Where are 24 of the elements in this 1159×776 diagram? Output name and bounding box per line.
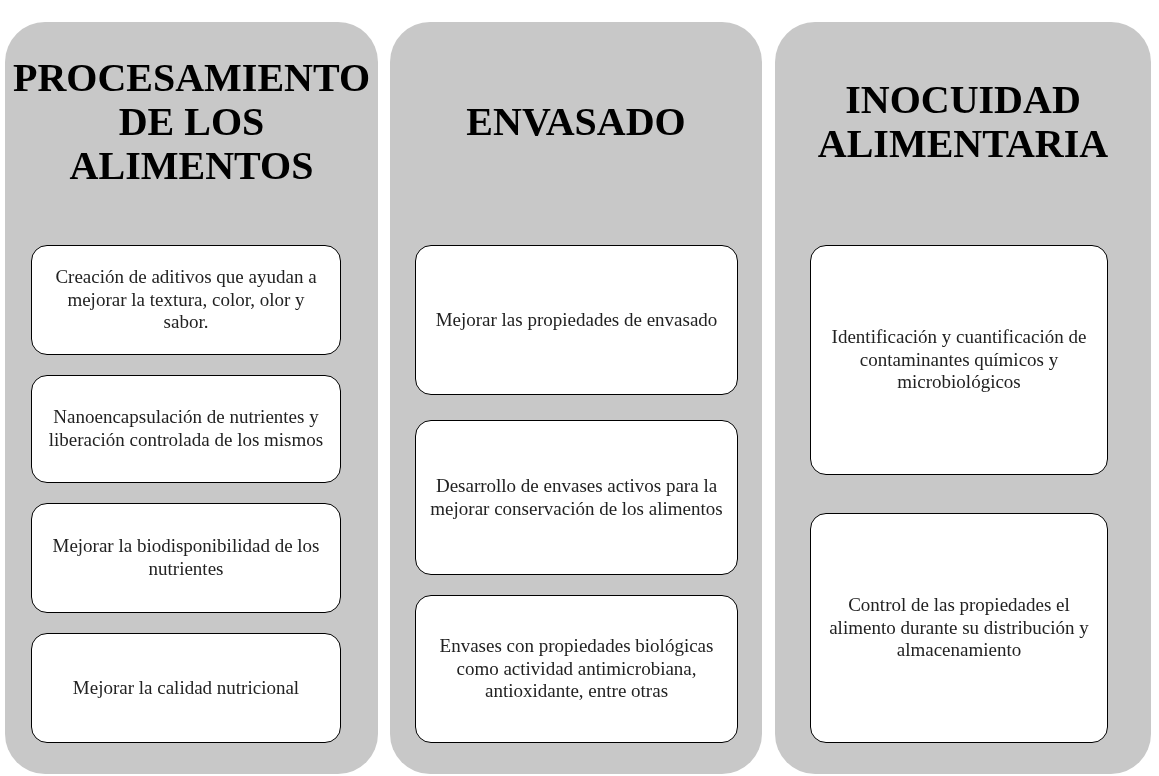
item-card xyxy=(810,245,1108,475)
item-card xyxy=(415,245,738,395)
item-text: Identificación y cuantificación de contaminantes químicos y microbiológicos xyxy=(830,325,1088,395)
item-text: Control de las propiedades el alimento durante su distribución y almacenamiento xyxy=(828,593,1090,663)
panel-heading: ENVASADO xyxy=(466,100,686,144)
item-text: Mejorar la calidad nutricional xyxy=(72,676,300,700)
item-card xyxy=(810,513,1108,743)
item-card xyxy=(31,375,341,483)
item-text: Creación de aditivos que ayudan a mejorar la textura, color, olor y sabor. xyxy=(54,265,318,335)
item-text: Desarrollo de envases activos para la mejorar conservación de los alimentos xyxy=(429,474,724,521)
category-panel xyxy=(390,22,762,774)
item-text: Envases con propiedades biológicas como actividad antimicrobiana, antioxidante, entre otras xyxy=(438,634,715,704)
item-text: Mejorar las propiedades de envasado xyxy=(435,308,718,332)
item-card xyxy=(31,633,341,743)
category-panel xyxy=(775,22,1151,774)
item-card xyxy=(31,503,341,613)
item-text: Nanoencapsulación de nutrientes y liberación controlada de los mismos xyxy=(47,406,325,452)
item-card xyxy=(31,245,341,355)
panel-heading: INOCUIDAD ALIMENTARIA xyxy=(816,78,1110,166)
category-panel xyxy=(5,22,378,774)
panel-heading: PROCESAMIENTO DE LOS ALIMENTOS xyxy=(12,56,371,188)
item-text: Mejorar la biodisponibilidad de los nutrientes xyxy=(51,535,321,581)
item-card xyxy=(415,595,738,743)
item-card xyxy=(415,420,738,575)
